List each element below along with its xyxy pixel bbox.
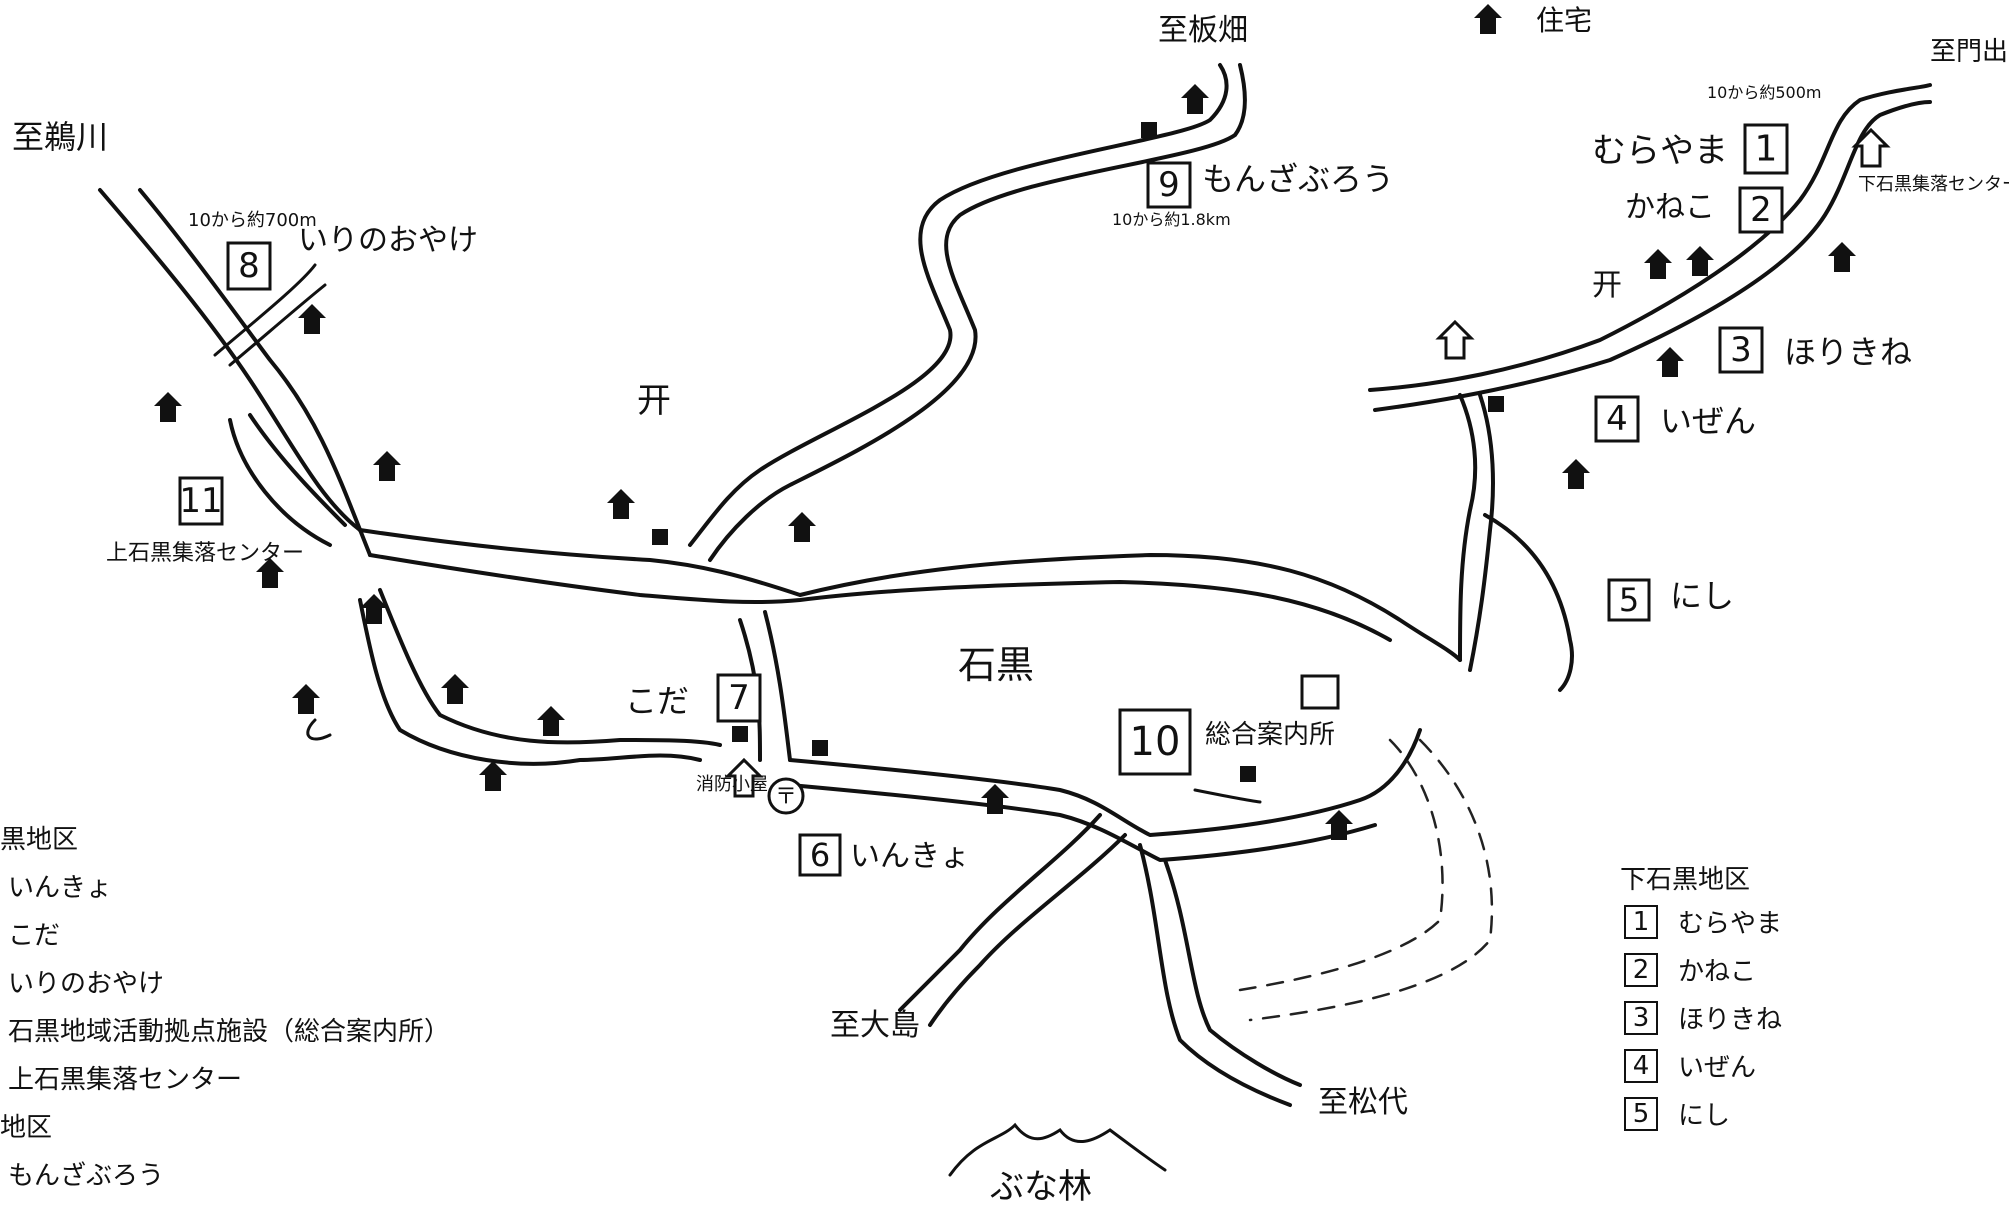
house-legend-label: 住宅 (1536, 4, 1592, 37)
label-9: もんざぶろう (1202, 160, 1394, 198)
label-to-monzen: 至門出 (1930, 37, 2008, 67)
label-2: かねこ (1625, 190, 1715, 225)
distance-9: 10から約1.8km (1112, 210, 1231, 229)
label-8: いりのおやけ (298, 223, 478, 258)
legend-right-num-3: 3 (1633, 1003, 1650, 1033)
legend-right-row-4: 4 いぜん (1624, 1049, 1756, 1083)
legend-right-title: 下石黒地区 (1620, 865, 1750, 895)
marker-6: 6 (798, 833, 842, 877)
legend-left-title2: 地区 (0, 1113, 52, 1143)
mountain-icon (948, 1122, 1167, 1177)
label-3: ほりきね (1784, 333, 1912, 371)
legend-left-item-5: 上石黒集落センター (8, 1065, 242, 1095)
marker-5-number: 5 (1619, 581, 1639, 619)
label-shimo-center: 下石黒集落センター (1858, 174, 2009, 195)
shrine-mark-2: 开 (1592, 268, 1622, 303)
marker-9-number: 9 (1158, 165, 1180, 205)
facility-square-icon (1300, 674, 1340, 710)
legend-right-label-3: ほりきね (1678, 1005, 1782, 1035)
marker-8: 8 (226, 241, 272, 291)
marker-9: 9 (1146, 161, 1192, 209)
legend-right-label-2: かねこ (1678, 957, 1756, 987)
house-outline-icon (1437, 320, 1473, 360)
legend-right-num-4: 4 (1633, 1051, 1650, 1081)
legend-left-item-2: こだ (8, 921, 60, 951)
small-squares (652, 122, 1504, 782)
label-10: 総合案内所 (1205, 720, 1335, 750)
marker-10-number: 10 (1130, 719, 1181, 765)
marker-2: 2 (1738, 186, 1784, 234)
label-to-oshima: 至大島 (830, 1008, 920, 1043)
marker-1: 1 (1743, 123, 1789, 175)
label-4: いぜん (1660, 402, 1756, 440)
marker-2-number: 2 (1750, 190, 1772, 230)
label-1: むらやま (1592, 131, 1728, 171)
label-to-matsushiro: 至松代 (1318, 1085, 1408, 1120)
legend-right-row-3: 3 ほりきね (1624, 1001, 1782, 1035)
legend-left-item-3: いりのおやけ (8, 969, 164, 999)
marker-5: 5 (1607, 578, 1651, 622)
marker-8-number: 8 (238, 246, 260, 286)
label-ishiguro: 石黒 (958, 643, 1034, 687)
legend-right-num-1: 1 (1633, 907, 1650, 937)
legend-right-label-4: いぜん (1678, 1053, 1756, 1083)
legend-right-label-5: にし (1678, 1101, 1730, 1131)
label-5: にし (1670, 577, 1734, 615)
legend-right-num-2: 2 (1633, 955, 1650, 985)
label-kami-center: 上石黒集落センター (106, 541, 304, 566)
marker-10: 10 (1118, 708, 1192, 776)
legend-left-item-6: もんざぶろう (8, 1161, 164, 1191)
label-fire-hut: 消防小屋 (696, 774, 768, 795)
marker-3-number: 3 (1730, 330, 1752, 370)
post-office-icon: 〒 (767, 777, 805, 815)
hand-labels: むらやま かねこ ほりきね いぜん にし いんきょ こだ いりのおやけ もんざぶ… (12, 13, 2009, 1207)
marker-1-number: 1 (1755, 129, 1778, 170)
shrine-mark-1: 开 (637, 381, 671, 421)
house-icon (1474, 4, 1502, 34)
label-to-itabata: 至板畑 (1158, 13, 1248, 48)
label-buna-forest: ぶな林 (990, 1167, 1092, 1207)
label-6: いんきょ (850, 839, 970, 874)
post-office-mark: 〒 (775, 785, 797, 810)
legend-left-item-1: いんきょ (8, 873, 112, 903)
marker-6-number: 6 (810, 836, 830, 874)
marker-7: 7 (716, 673, 762, 723)
distance-1: 10から約500m (1707, 83, 1822, 102)
legend-right-row-5: 5 にし (1624, 1097, 1730, 1131)
houses (154, 84, 1856, 840)
legend-left: 黒地区 いんきょ こだ いりのおやけ 石黒地域活動拠点施設（総合案内所） 上石黒… (0, 825, 450, 1191)
legend-left-title: 黒地区 (0, 825, 78, 855)
legend-right-row-2: 2 かねこ (1624, 953, 1756, 987)
marker-11-number: 11 (179, 481, 222, 521)
marker-3: 3 (1718, 326, 1764, 374)
trails (1238, 738, 1494, 1022)
house-legend: 住宅 (1474, 4, 1592, 37)
legend-left-item-4: 石黒地域活動拠点施設（総合案内所） (8, 1017, 450, 1047)
marker-4: 4 (1594, 395, 1640, 443)
marker-11: 11 (178, 476, 224, 526)
label-7: こだ (625, 682, 689, 720)
marker-7-number: 7 (728, 678, 750, 718)
numbered-markers: 1 2 3 4 5 6 7 8 9 10 11 (178, 123, 1789, 877)
legend-right-num-5: 5 (1633, 1099, 1650, 1129)
legend-right: 下石黒地区 1 むらやま 2 かねこ 3 ほりきね 4 いぜん 5 にし (1620, 865, 1782, 1131)
legend-right-row-1: 1 むらやま (1624, 905, 1782, 939)
marker-4-number: 4 (1606, 399, 1628, 439)
distance-8: 10から約700m (188, 210, 317, 231)
label-to-kamoyama: 至鵜川 (12, 118, 108, 156)
legend-right-label-1: むらやま (1678, 909, 1782, 939)
roads (98, 63, 1932, 1107)
